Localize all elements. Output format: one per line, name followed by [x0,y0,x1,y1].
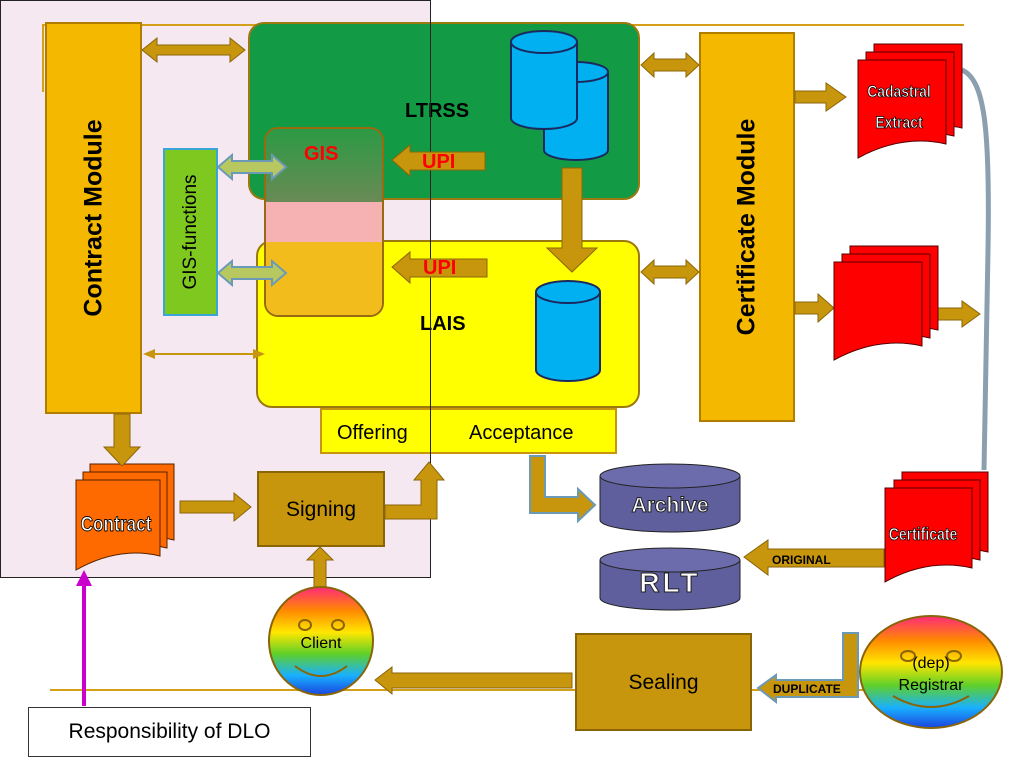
ltrss-database-front [510,30,578,130]
contract-lais-arrow-right-head [253,349,265,359]
registrar-face [859,615,1003,729]
registrar-label-line2: Registrar [899,677,965,694]
cadastral-extract-doc [857,43,963,159]
contract-ltrss-arrow [141,36,246,64]
acceptance-label: Acceptance [469,422,574,444]
certificate-doc [884,471,989,583]
ltrss-to-lais-arrow [545,167,599,273]
offering-label: Offering [337,422,408,444]
upi-bottom-label: UPI [423,257,457,279]
rlt-label: RLT [639,567,700,598]
lais-label: LAIS [420,313,466,335]
contract-lais-arrow-left-head [143,349,155,359]
signing-to-offering-arrow [384,461,446,520]
gis-box-lais-part [266,242,382,315]
gis-box-middle-part [266,202,382,242]
cadastral-extract-label-line2: Extract [875,114,922,133]
sealing-label: Sealing [628,671,699,694]
archive-store [599,463,741,533]
ltrss-certificate-arrow [640,51,700,79]
acceptance-to-archive-arrow [529,455,597,524]
client-to-signing-arrow [305,546,335,589]
sealing-box[interactable]: Sealing [575,633,752,731]
bottom-rule [50,689,962,691]
upi-bottom-arrow [391,250,488,285]
feedback-band [960,67,991,471]
responsibility-arrow-head [76,570,92,586]
signing-box[interactable]: Signing [257,471,385,547]
rlt-store [599,547,741,611]
certificate-module[interactable]: Certificate Module [699,32,795,422]
gis-label: GIS [304,143,339,165]
contract-to-signing-arrow [179,491,252,523]
responsibility-of-dlo-box: Responsibility of DLO [28,707,311,757]
original-arrow [743,539,885,576]
certificate-to-doc-arrow [794,292,835,324]
doc-to-band-arrow [937,300,981,328]
client-face [268,586,374,696]
left-rule [42,24,44,92]
ltrss-label: LTRSS [405,100,470,122]
client-label: Client [301,635,342,652]
dlo-boundary-line [430,0,431,578]
gis-functions-arrow-bottom [216,258,288,288]
upi-top-label: UPI [422,151,456,173]
offering-acceptance-bar [320,408,617,454]
certificate-label: Certificate [889,524,958,544]
duplicate-label: DUPLICATE [773,682,841,696]
archive-label: Archive [631,494,708,517]
certificate-to-extract-arrow [794,82,847,112]
lais-certificate-arrow [640,258,700,286]
responsibility-label: Responsibility of DLO [68,720,271,743]
contract-module[interactable]: Contract Module [45,22,142,414]
cadastral-extract-label-line1: Cadastral [867,83,930,102]
lais-database [535,280,601,382]
sealing-to-client-arrow [374,665,573,696]
gis-functions[interactable]: GIS-functions [163,148,218,316]
upi-top-arrow [391,143,486,178]
original-label: ORIGINAL [772,553,831,567]
contract-label: Contract [81,514,152,537]
registrar-label-line1: (dep) [912,655,949,672]
contract-doc [75,463,175,571]
gis-box[interactable] [264,127,384,317]
duplicate-arrow [756,632,859,705]
signing-label: Signing [285,498,357,521]
red-document-stack [833,245,939,361]
contract-module-to-contract-arrow [102,413,142,467]
gis-functions-arrow-top [216,152,288,182]
